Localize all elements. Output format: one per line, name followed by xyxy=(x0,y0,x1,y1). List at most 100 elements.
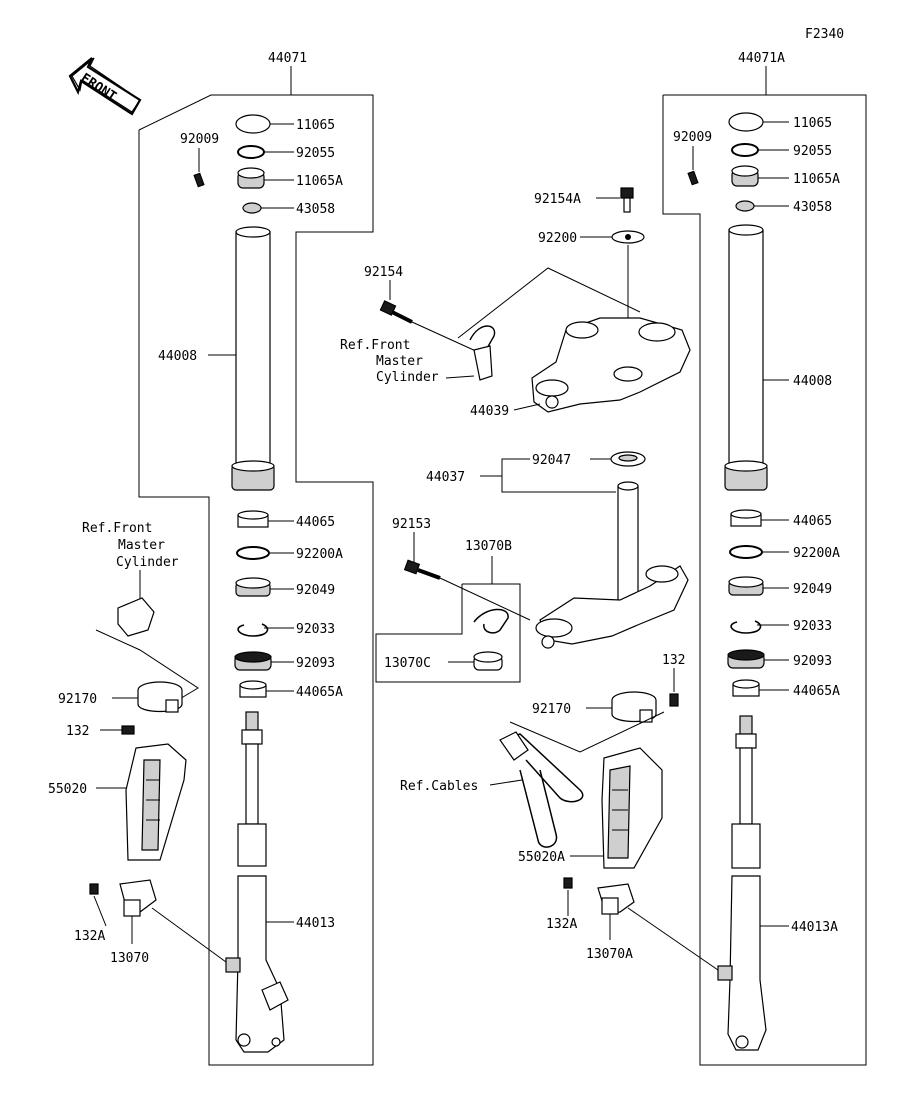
center-clamp-clip xyxy=(473,608,509,634)
right-assembly-boundary xyxy=(662,94,867,1066)
right-dust-seal xyxy=(727,649,765,669)
left-oil-seal xyxy=(235,577,271,597)
right-cap-bolt xyxy=(731,165,759,187)
left-clamp-bolt xyxy=(121,725,135,735)
left-master-cylinder-clip xyxy=(117,597,155,637)
right-label-washer: 92200A xyxy=(793,546,840,561)
figure-code: F2340 xyxy=(805,27,844,42)
center-wire-clip xyxy=(469,325,496,351)
center-label-long-bolt: 92154 xyxy=(364,265,403,280)
center-upper-bracket xyxy=(531,317,691,413)
right-label-bracket-bolt: 132A xyxy=(546,917,577,932)
center-label-lower-bolt: 92153 xyxy=(392,517,431,532)
center-master-clip xyxy=(473,345,493,381)
right-label-bushing-bottom: 44065A xyxy=(793,684,840,699)
right-label-dust-seal: 92093 xyxy=(793,654,832,669)
center-ref-master-3: Cylinder xyxy=(376,370,439,385)
center-lower-bolt xyxy=(403,559,441,580)
left-label-bracket-bolt: 132A xyxy=(74,929,105,944)
left-label-circlip: 92033 xyxy=(296,622,335,637)
right-valve xyxy=(735,200,755,212)
right-bushing-top xyxy=(730,509,762,527)
left-bracket-bolt xyxy=(89,883,99,895)
left-inner-tube xyxy=(231,226,275,491)
right-label-oil-seal: 92049 xyxy=(793,582,832,597)
center-ref-master-2: Master xyxy=(376,354,423,369)
right-clamp xyxy=(611,691,657,723)
right-bracket xyxy=(597,883,635,915)
left-label-cap-bolt: 11065A xyxy=(296,174,343,189)
right-label-circlip: 92033 xyxy=(793,619,832,634)
left-bracket xyxy=(119,879,157,917)
right-circlip xyxy=(730,620,762,634)
left-washer xyxy=(236,546,270,560)
left-label-screw: 92009 xyxy=(180,132,219,147)
left-label-valve: 43058 xyxy=(296,202,335,217)
right-oil-seal xyxy=(728,576,764,596)
center-stem-seal xyxy=(610,451,646,467)
center-label-grommet: 13070C xyxy=(384,656,431,671)
left-label-clamp: 92170 xyxy=(58,692,97,707)
center-label-upper-bracket: 44039 xyxy=(470,404,509,419)
center-label-stem-seal: 92047 xyxy=(532,453,571,468)
left-label-inner-tube: 44008 xyxy=(158,349,197,364)
left-cap xyxy=(235,114,271,134)
right-washer xyxy=(729,545,763,559)
left-screw xyxy=(193,172,205,188)
right-label-outer-tube: 44013A xyxy=(791,920,838,935)
right-label-guard: 55020A xyxy=(518,850,565,865)
center-upper-bolt xyxy=(620,187,634,213)
left-cap-bolt xyxy=(237,167,265,189)
center-stem-head xyxy=(535,481,689,649)
left-bushing-top xyxy=(237,510,269,528)
left-bushing-bottom xyxy=(239,680,267,698)
left-outer-tube xyxy=(225,711,289,1053)
center-label-clamp-set: 13070B xyxy=(465,539,512,554)
right-label-screw: 92009 xyxy=(673,130,712,145)
left-guard xyxy=(125,743,187,861)
right-clamp-bolt xyxy=(669,693,679,707)
right-label-cap-bolt: 11065A xyxy=(793,172,840,187)
left-label-clamp-bolt: 132 xyxy=(66,724,89,739)
left-circlip xyxy=(237,623,269,637)
left-ref-master-2: Master xyxy=(118,538,165,553)
front-arrow-icon xyxy=(68,57,142,116)
left-label-guard: 55020 xyxy=(48,782,87,797)
right-label-bracket: 13070A xyxy=(586,947,633,962)
center-long-bolt xyxy=(379,300,413,324)
left-label-bracket: 13070 xyxy=(110,951,149,966)
center-ref-master-1: Ref.Front xyxy=(340,338,410,353)
left-label-o-ring: 92055 xyxy=(296,146,335,161)
right-label-valve: 43058 xyxy=(793,200,832,215)
right-label-inner-tube: 44008 xyxy=(793,374,832,389)
left-dust-seal xyxy=(234,651,272,671)
right-outer-tube xyxy=(717,715,767,1051)
left-label-outer-tube: 44013 xyxy=(296,916,335,931)
left-clamp xyxy=(137,681,183,713)
left-ref-master-3: Cylinder xyxy=(116,555,179,570)
right-label-cap: 11065 xyxy=(793,116,832,131)
left-label-cap: 11065 xyxy=(296,118,335,133)
left-label-bushing-bottom: 44065A xyxy=(296,685,343,700)
center-clamp-set-box xyxy=(375,583,521,683)
left-assembly-boundary xyxy=(138,94,374,1066)
center-label-stem-head: 44037 xyxy=(426,470,465,485)
right-screw xyxy=(687,170,699,186)
left-label-dust-seal: 92093 xyxy=(296,656,335,671)
right-assembly-number: 44071A xyxy=(738,51,785,66)
right-bracket-bolt xyxy=(563,877,573,889)
left-valve xyxy=(242,202,262,214)
left-label-oil-seal: 92049 xyxy=(296,583,335,598)
right-label-o-ring: 92055 xyxy=(793,144,832,159)
right-o-ring xyxy=(731,143,759,157)
center-label-upper-bolt: 92154A xyxy=(534,192,581,207)
center-label-upper-washer: 92200 xyxy=(538,231,577,246)
right-bushing-bottom xyxy=(732,679,760,697)
left-label-washer: 92200A xyxy=(296,547,343,562)
right-label-bushing-top: 44065 xyxy=(793,514,832,529)
right-inner-tube xyxy=(724,224,768,491)
right-guard xyxy=(601,747,663,869)
center-ref-cables: Ref.Cables xyxy=(400,779,478,794)
right-label-clamp: 92170 xyxy=(532,702,571,717)
